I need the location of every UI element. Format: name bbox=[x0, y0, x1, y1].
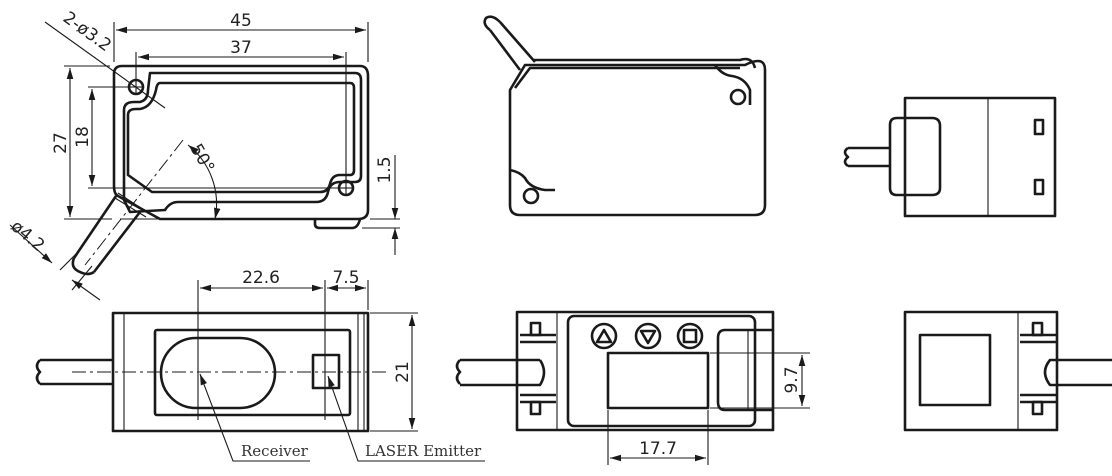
up-button-icon bbox=[590, 322, 618, 350]
dim-depth: 21 bbox=[393, 361, 413, 383]
dim-hole-pitch-x: 37 bbox=[230, 38, 252, 58]
dim-display-height: 9.7 bbox=[782, 366, 802, 393]
dim-width-overall: 45 bbox=[230, 11, 252, 31]
dim-receiver-offset: 22.6 bbox=[242, 268, 280, 288]
dim-foot-height: 1.5 bbox=[375, 156, 395, 183]
dim-hole-pitch-y: 18 bbox=[73, 126, 93, 148]
laser-emitter-label: LASER Emitter bbox=[365, 442, 482, 460]
dim-cable-diameter: ø4.2 bbox=[7, 217, 49, 256]
rear-view bbox=[483, 15, 767, 217]
dim-height-overall: 27 bbox=[51, 132, 71, 154]
front-view: 45 37 27 18 1.5 2-ø3.2 50° ø4.2 bbox=[7, 8, 400, 301]
dim-emitter-offset: 7.5 bbox=[332, 268, 359, 288]
control-panel-view: 9.7 17.7 bbox=[455, 310, 810, 465]
dim-cable-angle: 50° bbox=[186, 141, 218, 177]
side-view bbox=[843, 96, 1057, 218]
receiver-label: Receiver bbox=[241, 442, 309, 460]
dim-display-width: 17.7 bbox=[639, 439, 677, 459]
set-button-icon bbox=[676, 322, 704, 350]
top-view: 22.6 7.5 21 Receiver LASER Emitter bbox=[35, 268, 485, 462]
down-button-icon bbox=[634, 322, 662, 350]
display-window bbox=[606, 351, 710, 410]
back-view bbox=[903, 310, 1112, 432]
dim-hole-spec: 2-ø3.2 bbox=[59, 8, 115, 56]
